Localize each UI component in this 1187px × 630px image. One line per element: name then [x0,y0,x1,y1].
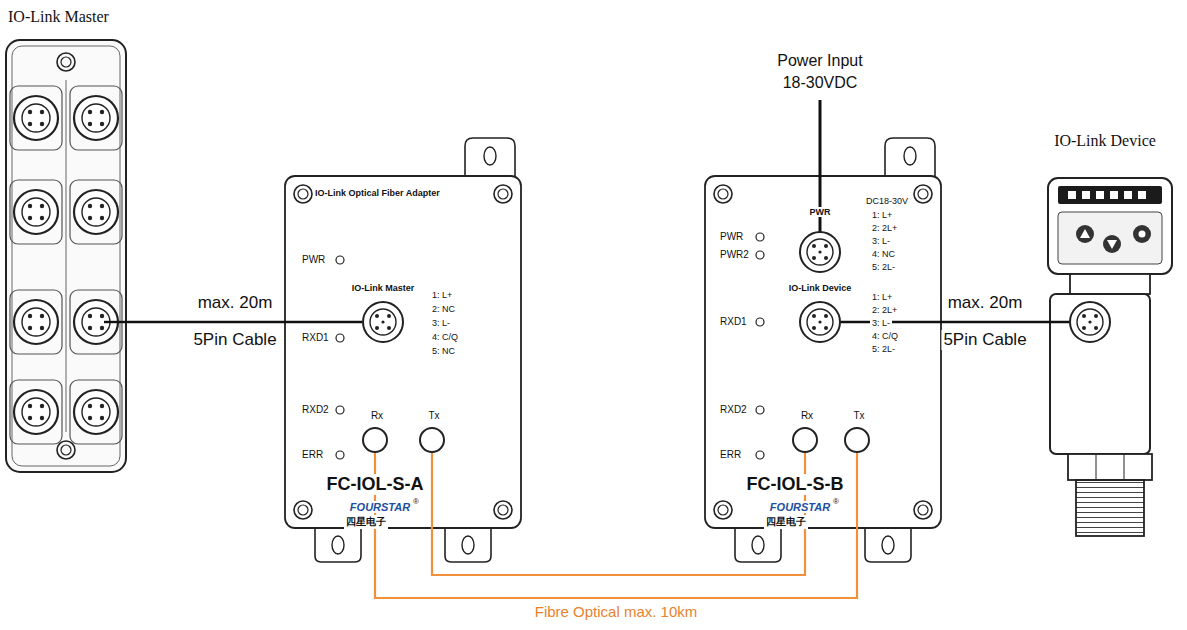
node-heading: IO-Link Device [1052,132,1158,150]
label-text: PWR2 [718,249,751,260]
fiber-line [432,453,805,575]
label-text: 1: L+ [870,210,894,220]
fiber-port: Rx [792,427,818,453]
io-link-master [6,40,128,472]
label-text: 4: NC [870,249,897,259]
node-heading: IO-Link Optical Fiber Adapter [313,188,442,198]
label-text: 四星电子 [764,515,808,529]
label-text: RXD1 [718,316,749,327]
label-text: ® [833,497,839,506]
label-text: 4: C/Q [870,331,900,341]
adapter-node: FC-IOL-S-BRxTx [705,176,941,528]
edge-label: Fibre Optical max. 10km [533,603,700,620]
node-heading: IO-Link Master [6,8,111,26]
io-link-device [1030,178,1172,536]
label-text: max. 20m [946,293,1025,313]
label-text: FOURSTAR [348,501,412,513]
label-text: 5Pin Cable [191,330,278,350]
label-text: 2: 2L+ [870,305,899,315]
adapter-node: IO-Link Optical Fiber AdapterFC-IOL-S-A R… [285,176,521,528]
label-text: RXD2 [300,404,331,415]
label-text: 5: 2L- [870,262,897,272]
label-text: ERR [300,449,325,460]
label-text: ERR [718,449,743,460]
label-text: 5Pin Cable [941,330,1028,350]
label-text: PWR [808,207,833,217]
cable-line [941,321,1030,323]
label-text: max. 20m [196,293,275,313]
label-text: 1: L+ [430,290,454,300]
adapter-b [705,100,941,562]
label-text: ® [413,497,419,506]
fiber-port: Tx [419,427,445,453]
adapter-a [285,138,521,562]
label-text: DC18-30V [864,196,910,206]
label-text: 3: L- [430,318,452,328]
node-text: FC-IOL-S-A [325,474,426,495]
label-text: Power Input 18-30VDC [763,50,877,95]
label-text: 1: L+ [870,292,894,302]
label-text: 四星电子 [344,515,388,529]
label-text: FOURSTAR [768,501,832,513]
label-text: 5: NC [430,346,457,356]
label-text: IO-Link Device [787,283,854,293]
label-text: 3: L- [870,318,892,328]
node-heading: Tx [851,410,866,421]
node-heading: FC-IOL-S-B [745,474,846,495]
fiber-line [375,453,857,598]
label-text: PWR [300,254,327,265]
label-text: IO-Link Master [350,283,417,293]
label-text: PWR [718,231,745,242]
label-text: 5: 2L- [870,344,897,354]
node-heading: Rx [369,410,385,421]
master-node: IO-Link Master [4,6,128,474]
label-text: RXD1 [300,332,331,343]
fiber-port: Rx [362,427,388,453]
label-text: 3: L- [870,236,892,246]
label-text: RXD2 [718,404,749,415]
node-heading: Rx [799,410,815,421]
node-heading: Tx [426,410,441,421]
cable-line [128,321,285,323]
device-node: IO-Link Device [1030,132,1180,542]
fiber-port: Tx [844,427,870,453]
label-text: 2: NC [430,304,457,314]
label-text: 2: 2L+ [870,223,899,233]
label-text: 4: C/Q [430,332,460,342]
